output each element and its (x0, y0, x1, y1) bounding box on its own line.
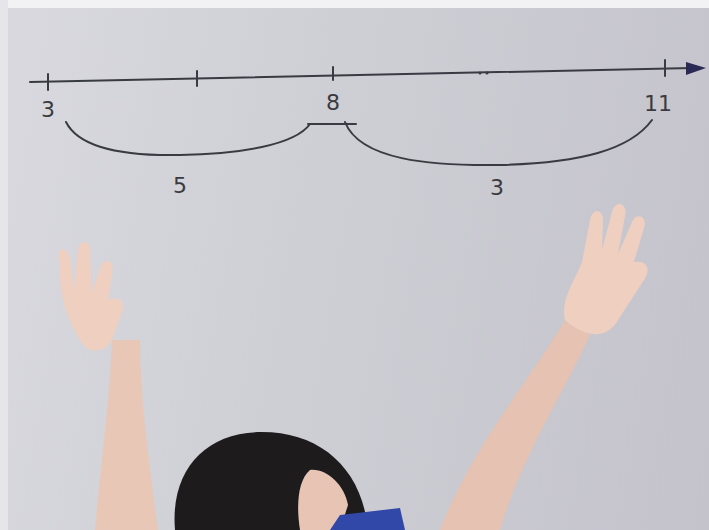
tick-label: 3 (41, 99, 55, 121)
dots (479, 72, 489, 75)
arrow-head (686, 62, 706, 75)
distance-label: 3 (490, 177, 504, 199)
person (59, 204, 648, 530)
tick-label: 8 (326, 92, 340, 114)
brace (66, 120, 652, 165)
board-top-edge (0, 0, 709, 8)
board-left-edge (0, 0, 8, 530)
number-line (30, 60, 692, 90)
tick-label: 11 (644, 93, 672, 115)
distance-label: 5 (173, 175, 187, 197)
